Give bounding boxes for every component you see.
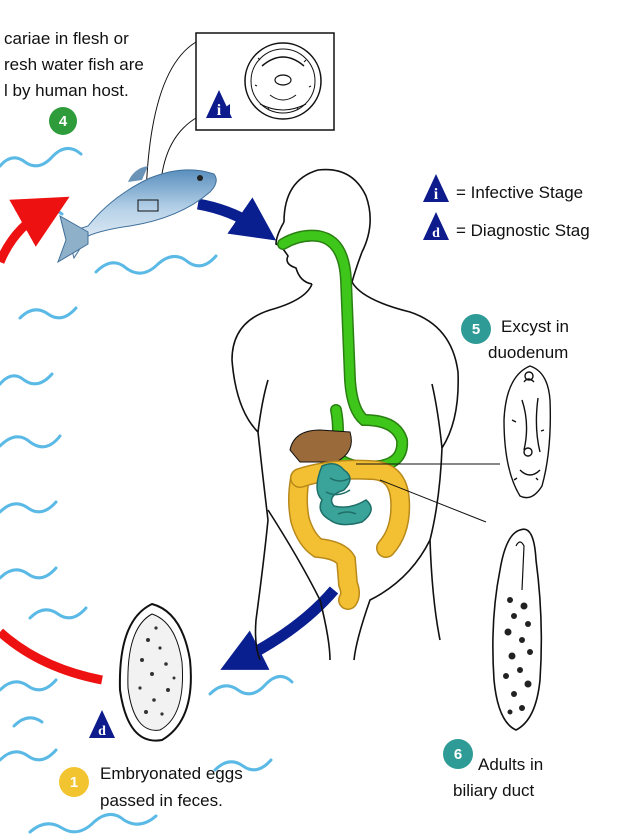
stage6-badge <box>443 739 473 769</box>
liver <box>289 429 352 463</box>
stage5-line-1: Excyst in <box>501 317 569 336</box>
blue-arrow-fish-to-mouth <box>196 197 277 241</box>
stage6-line-1: Adults in <box>478 755 543 774</box>
stage4-line-3: l by human host. <box>4 81 129 100</box>
legend-infective-label: = Infective Stage <box>456 183 583 202</box>
stage4-number: 4 <box>59 113 68 130</box>
inset-marker-triangle <box>206 90 232 118</box>
legend: i = Infective Stage d = Diagnostic Stag <box>423 174 590 241</box>
red-arrow-to-fish <box>0 196 70 264</box>
stage4-line-2: resh water fish are <box>4 55 144 74</box>
legend-infective-symbol: i <box>434 186 439 203</box>
stage6-line-2: biliary duct <box>453 781 535 800</box>
human-body-icon <box>231 168 459 661</box>
stage4-badge <box>49 107 77 135</box>
digestive-tract <box>277 229 411 610</box>
inset-marker-letter: i <box>217 102 222 119</box>
legend-diagnostic-triangle <box>423 212 449 240</box>
stage1-line-2: passed in feces. <box>100 791 223 810</box>
adult-fluke-icon <box>492 528 543 731</box>
stage4-line-1: cariae in flesh or <box>4 29 129 48</box>
egg-marker-letter: d <box>98 724 106 739</box>
stage5-line-2: duodenum <box>488 343 568 362</box>
stage1-number: 1 <box>70 774 78 791</box>
stage4-caption: cariae in flesh or resh water fish are l… <box>4 29 144 100</box>
stage6-leader <box>379 479 487 523</box>
egg-icon <box>118 602 192 742</box>
legend-diagnostic-label: = Diagnostic Stag <box>456 221 590 240</box>
egg-marker-triangle <box>89 710 115 738</box>
stage1-badge <box>59 767 89 797</box>
stage6-number: 6 <box>454 746 462 763</box>
legend-infective-triangle <box>423 174 449 202</box>
metacercaria-icon <box>244 42 322 120</box>
stage5-badge <box>461 314 491 344</box>
blue-arrow-host-to-eggs <box>220 586 339 670</box>
stage1-line-1: Embryonated eggs <box>100 764 243 783</box>
stage5-number: 5 <box>472 321 480 338</box>
excysted-larva-icon <box>503 365 552 499</box>
legend-diagnostic-symbol: d <box>432 226 440 241</box>
inset-leader-1 <box>145 41 197 197</box>
water-wave-icon <box>0 147 294 834</box>
red-arrow-from-eggs <box>0 628 103 685</box>
fish-icon <box>57 166 217 264</box>
